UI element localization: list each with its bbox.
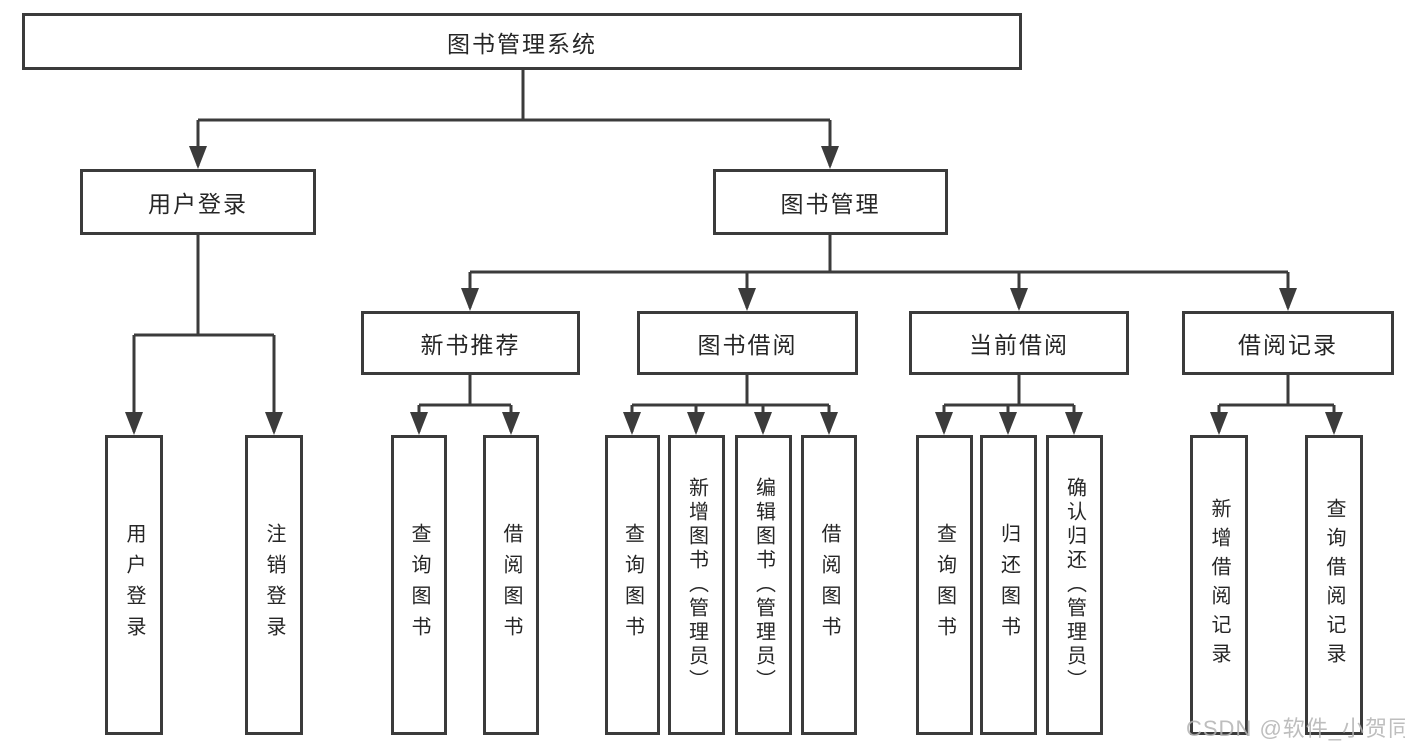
leaf-borrow-edit-books-admin: 编辑图书（管理员） [735,435,792,735]
leaf-records-query-record: 查询借阅记录 [1305,435,1363,735]
node-book-management: 图书管理 [713,169,948,235]
leaf-logout: 注销登录 [245,435,303,735]
leaf-current-return-books: 归还图书 [980,435,1037,735]
leaf-user-login: 用户登录 [105,435,163,735]
leaf-newbook-borrow-books: 借阅图书 [483,435,539,735]
leaf-newbook-query-books: 查询图书 [391,435,447,735]
leaf-borrow-add-books-admin: 新增图书（管理员） [668,435,725,735]
node-user-login: 用户登录 [80,169,316,235]
connector-book-mgmt-to-level3 [461,235,1297,311]
node-book-borrow: 图书借阅 [637,311,858,375]
connector-book-borrow-to-leaves [623,375,838,435]
connector-root-to-level2 [189,70,839,169]
csdn-watermark: CSDN @软件_小贺同学 [1186,716,1405,741]
node-library-system: 图书管理系统 [22,13,1022,70]
connector-new-book-to-leaves [410,375,520,435]
node-new-book-recommend: 新书推荐 [361,311,580,375]
leaf-current-query-books: 查询图书 [916,435,973,735]
leaf-borrow-query-books: 查询图书 [605,435,660,735]
connector-user-login-to-leaves [125,235,283,435]
node-current-borrow: 当前借阅 [909,311,1129,375]
connector-current-borrow-to-leaves [935,375,1083,435]
leaf-records-add-record: 新增借阅记录 [1190,435,1248,735]
leaf-borrow-borrow-books: 借阅图书 [801,435,857,735]
connector-borrow-records-to-leaves [1210,375,1343,435]
leaf-current-confirm-return-admin: 确认归还（管理员） [1046,435,1103,735]
node-borrow-records: 借阅记录 [1182,311,1394,375]
